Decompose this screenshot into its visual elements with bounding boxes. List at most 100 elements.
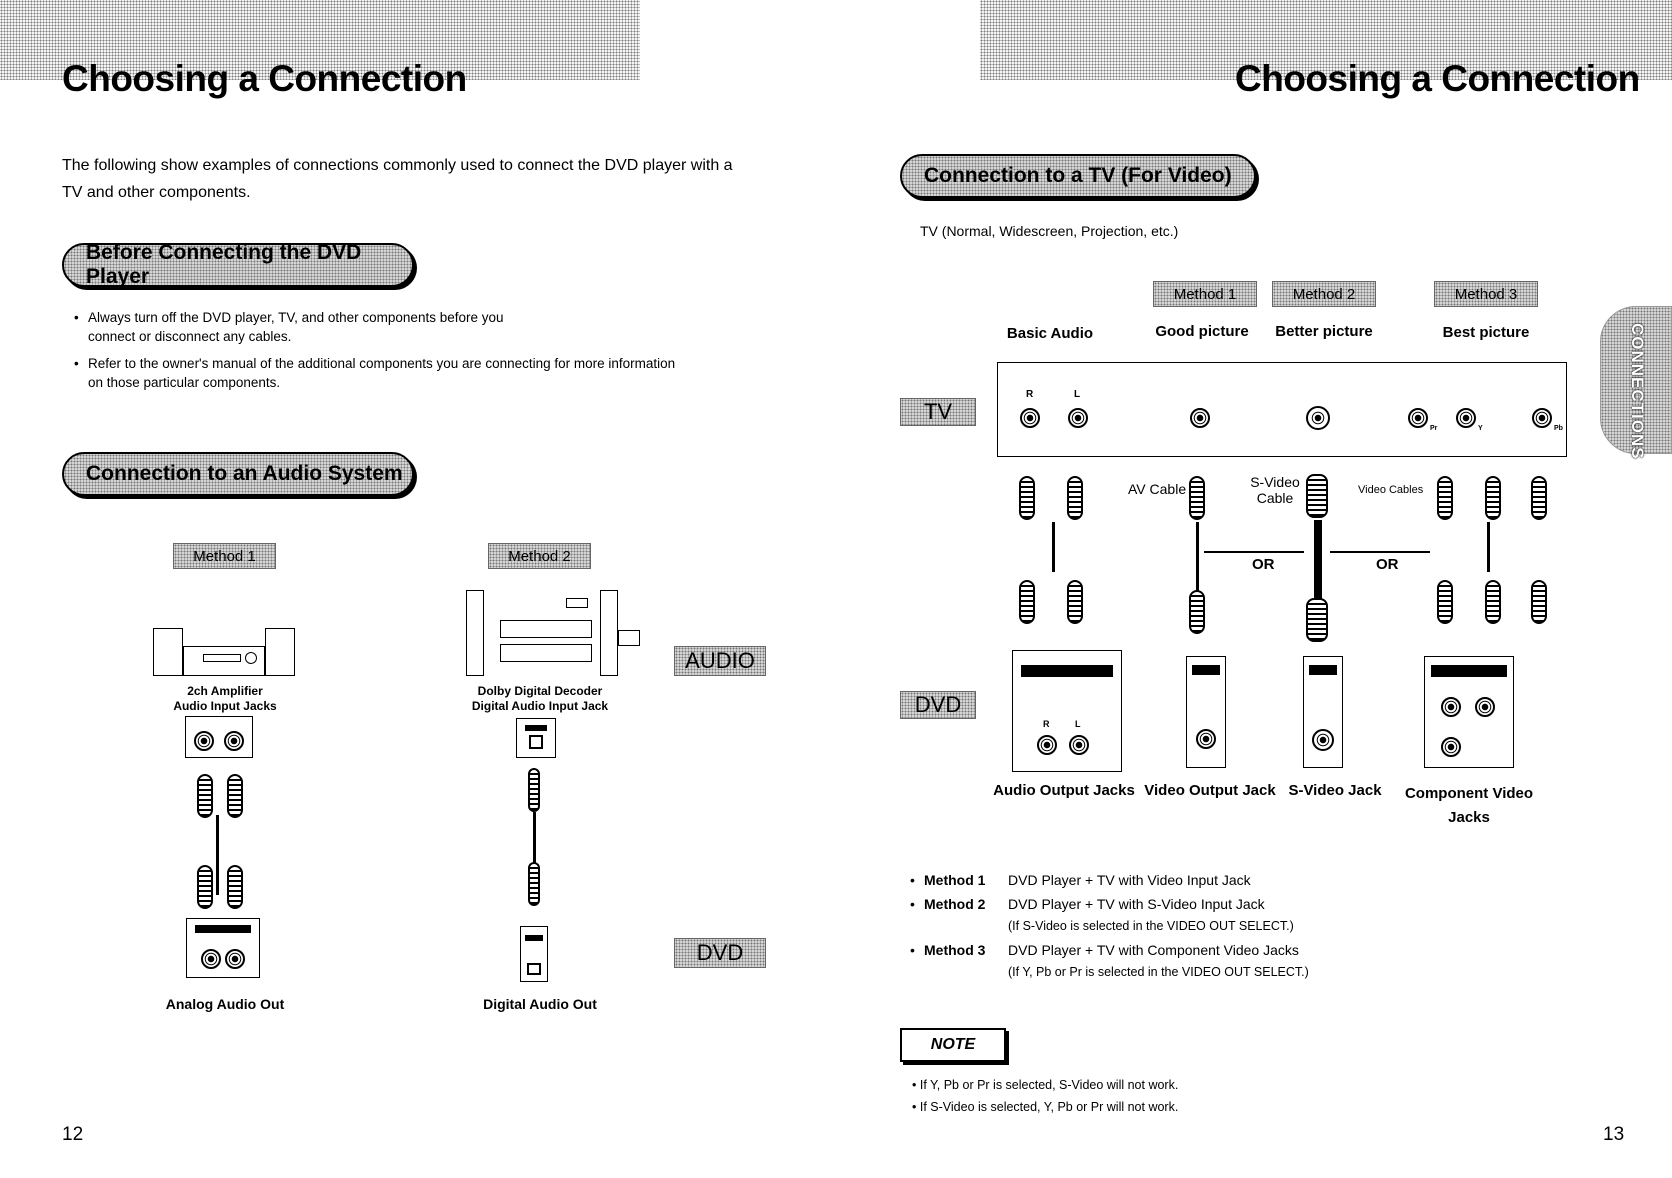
dvd-audio-out-panel: R L [1012,650,1122,772]
speaker-sub [618,630,640,646]
caption-digital-audio-out: Digital Audio Out [483,996,597,1012]
dvd-pb-jack-icon [1441,737,1461,757]
dvd-analog-panel [186,918,260,978]
audio-cable [216,815,219,895]
optical-plug-icon [528,862,540,906]
speaker-left [466,590,484,676]
tv-audio-l-jack-icon [1068,408,1088,428]
optical-jack-icon [527,963,541,975]
or-label-2: OR [1376,556,1399,573]
dvd-unit [500,644,592,662]
or-label-1: OR [1252,556,1275,573]
amplifier-illustration [153,628,295,676]
page-number-left: 12 [62,1124,84,1145]
optical-plug-icon [528,768,540,812]
tv-tag: TV [900,398,976,426]
caption-svideo-jack: S-Video Jack [1288,782,1382,799]
side-tab-connections: CONNECTIONS [1600,306,1672,460]
tv-rear-panel: R L Pr Y Pb [997,362,1567,457]
jack-icon [201,949,221,969]
precautions-list: •Always turn off the DVD player, TV, and… [74,308,794,392]
or-arrow-1 [1204,551,1304,553]
method-2-label: Method 2 [488,543,591,569]
jack-icon [224,731,244,751]
jack-icon [194,731,214,751]
dvd-audio-r-jack-icon [1037,735,1057,755]
label-good-picture: Good picture [1155,323,1249,340]
dvd-audio-l-jack-icon [1069,735,1089,755]
notes-list: • If Y, Pb or Pr is selected, S-Video wi… [912,1074,1178,1118]
plug-icon [1067,476,1083,520]
speaker-center [566,598,588,608]
label-svideo-cable: S-Video Cable [1250,474,1300,506]
caption-component-jacks: Component Video Jacks [1404,785,1534,826]
or-arrow-2 [1330,551,1430,553]
plug-icon [1067,580,1083,624]
av-cable-video [1196,522,1199,592]
dvd-video-out-panel [1186,656,1226,768]
decoder-digital-panel [516,718,556,758]
tv-video-jack-icon [1190,408,1210,428]
plug-icon [197,774,213,818]
list-item: •Always turn off the DVD player, TV, and… [74,310,504,344]
dvd-component-out-panel [1424,656,1514,768]
plug-icon [1485,476,1501,520]
section-tv-connection: Connection to a TV (For Video) [900,154,1256,198]
svideo-plug-icon [1306,474,1328,518]
label-video-cables: Video Cables [1358,484,1424,496]
label-best-picture: Best picture [1442,324,1530,341]
svideo-cable [1314,520,1322,600]
caption-analog-audio-out: Analog Audio Out [165,996,285,1012]
tv-types-text: TV (Normal, Widescreen, Projection, etc.… [920,223,1179,239]
plug-icon [1019,580,1035,624]
label-better-picture: Better picture [1275,323,1373,340]
label-av-cable: AV Cable [1128,481,1187,497]
caption-audio-output-jacks: Audio Output Jacks [993,782,1135,799]
amp-input-panel [185,716,253,758]
page-number-right: 13 [1603,1124,1625,1145]
plug-icon [1189,590,1205,634]
decoder-illustration [466,590,642,676]
speaker-left [153,628,183,676]
list-item: • If S-Video is selected, Y, Pb or Pr wi… [912,1100,1179,1114]
header-pattern-right [980,0,1672,80]
dvd-y-jack-icon [1475,697,1495,717]
tv-pr-jack-icon [1408,408,1428,428]
m1-device-caption: 2ch Amplifier Audio Input Jacks [173,684,277,713]
plug-icon [227,865,243,909]
speaker-right [265,628,295,676]
plug-icon [1485,580,1501,624]
plug-icon [197,865,213,909]
audio-tag: AUDIO [674,646,766,676]
caption-video-output-jack: Video Output Jack [1144,782,1276,799]
tv-method-1-label: Method 1 [1153,281,1257,307]
label-basic-audio: Basic Audio [1006,325,1094,342]
note-box: NOTE [900,1028,1006,1062]
tv-svideo-jack-icon [1306,406,1330,430]
dvd-tag-left: DVD [674,938,766,968]
dvd-pr-jack-icon [1441,697,1461,717]
dvd-svideo-out-panel [1303,656,1343,768]
decoder-unit [500,620,592,638]
page-title-right: Choosing a Connection [1235,58,1640,99]
dvd-svideo-jack-icon [1312,729,1334,751]
list-item: • If Y, Pb or Pr is selected, S-Video wi… [912,1078,1179,1092]
intro-text: The following show examples of connectio… [62,157,733,201]
component-cable [1487,522,1490,572]
tv-method-2-label: Method 2 [1272,281,1376,307]
m2-device-caption: Dolby Digital Decoder Digital Audio Inpu… [471,684,609,713]
plug-icon [1531,580,1547,624]
section-before-connecting: Before Connecting the DVD Player [62,241,414,288]
dvd-video-jack-icon [1196,729,1216,749]
plug-icon [227,774,243,818]
list-item: •Refer to the owner's manual of the addi… [74,356,676,390]
speaker-right [600,590,618,676]
svideo-plug-icon [1306,598,1328,642]
av-cable-audio [1052,522,1055,572]
optical-jack-icon [529,735,543,749]
method-1-label: Method 1 [173,543,276,569]
plug-icon [1531,476,1547,520]
